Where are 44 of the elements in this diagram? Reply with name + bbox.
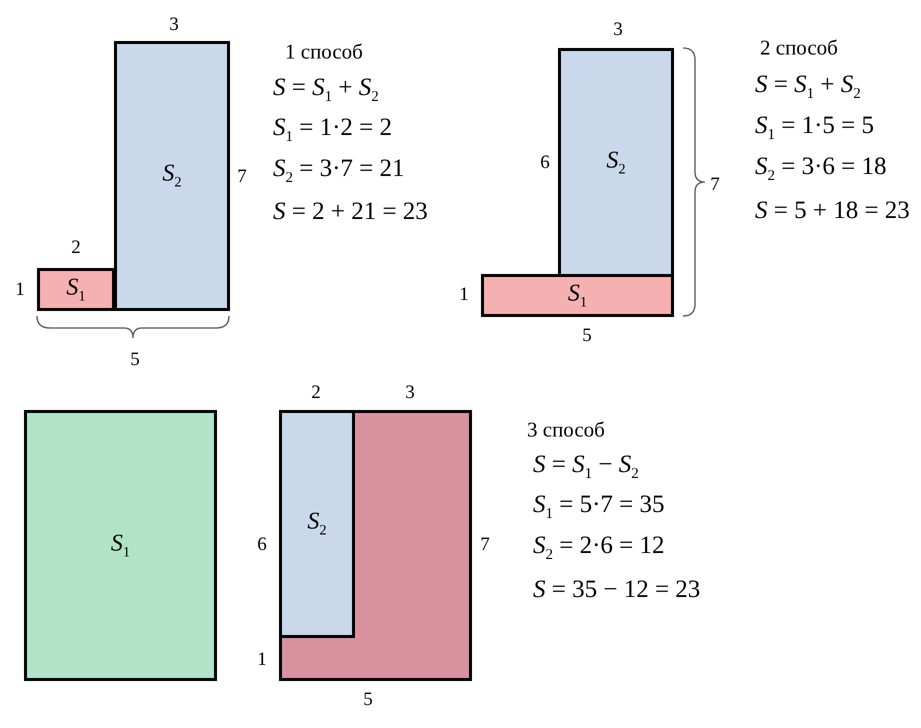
dimension-label: 6 [540,152,550,174]
method-heading: 3 способ [527,418,605,442]
rectangle [279,410,355,638]
rectangle [481,274,674,317]
area-label: S$_{2}$ [307,508,327,540]
formula: S$_{2}$ = 3·7 = 21 [273,155,405,187]
area-label: S$_{1}$ [110,530,130,561]
formula: S$_{1}$ = 5·7 = 35 [533,491,665,523]
rectangle [37,268,115,311]
dimension-label: 7 [710,174,720,196]
formula: S = S$_{1}$ + S$_{2}$ [755,71,861,103]
dimension-label: 2 [71,237,81,259]
dimension-label: 5 [363,689,373,711]
area-label: S$_{2}$ [162,160,182,192]
dimension-label: 7 [237,166,247,188]
rectangle [558,48,674,277]
formula: S = S$_{1}$ + S$_{2}$ [273,74,379,106]
dimension-label: 5 [130,349,140,371]
dimension-label: 3 [169,14,179,36]
area-label: S$_{1}$ [66,274,86,305]
l-shaped-region [279,410,472,681]
formula: S = S$_{1}$ − S$_{2}$ [533,451,639,483]
dimension-label: 2 [311,382,321,404]
method-heading: 1 способ [285,40,363,64]
formula: S = 35 − 12 = 23 [533,576,700,604]
dimension-label: 1 [15,279,25,301]
dimension-label: 5 [582,325,592,347]
dimension-label: 7 [480,534,490,556]
rectangle [24,410,217,681]
formula: S$_{1}$ = 1·5 = 5 [755,112,874,144]
formula: S$_{2}$ = 2·6 = 12 [533,532,665,564]
formula: S$_{2}$ = 3·6 = 18 [755,153,887,185]
dimension-label: 3 [405,382,415,404]
area-label: S$_{1}$ [568,280,588,311]
area-label: S$_{2}$ [606,147,626,178]
method-heading: 2 способ [760,36,838,60]
formula: S = 5 + 18 = 23 [755,197,910,225]
dimension-label: 1 [459,284,469,306]
formula: S$_{1}$ = 1·2 = 2 [273,114,392,146]
rectangle [114,41,230,311]
dimension-label: 3 [613,19,623,41]
dimension-label: 1 [257,649,267,671]
dimension-label: 6 [257,534,267,556]
formula: S = 2 + 21 = 23 [273,198,428,226]
